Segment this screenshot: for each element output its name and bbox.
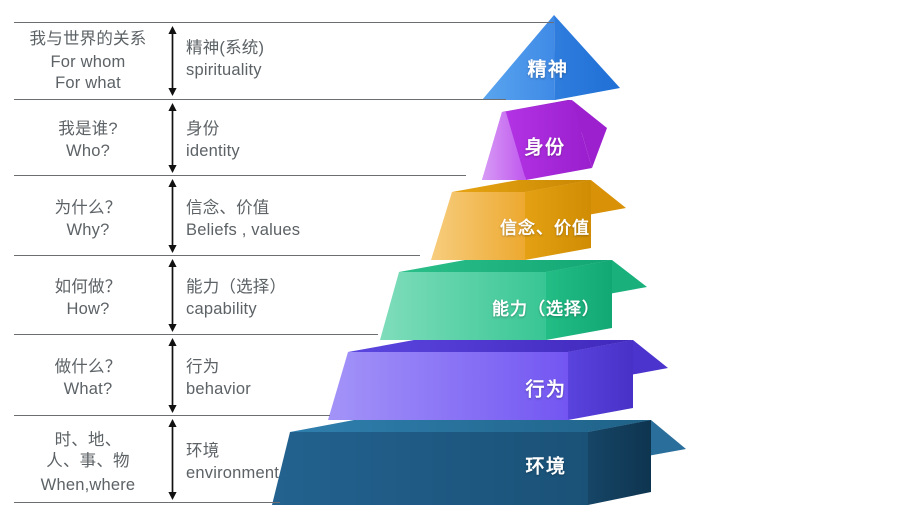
divider-line-1: [14, 99, 506, 100]
question-behavior-cn: 做什么？: [54, 358, 122, 376]
range-arrow-spirituality: [166, 26, 179, 96]
range-arrow-capability: [166, 259, 179, 332]
level-name-identity-cn: 身份: [186, 120, 220, 138]
pyramid-tier-behavior: [328, 340, 668, 420]
divider-line-4: [14, 334, 378, 335]
range-arrow-identity: [166, 103, 179, 173]
range-arrow-beliefs: [166, 179, 179, 253]
question-environment-cn: 时、地、 人、事、物: [46, 431, 130, 471]
level-name-identity-en: identity: [186, 142, 240, 160]
divider-line-5: [14, 415, 330, 416]
pyramid-tier-environment: [272, 420, 686, 505]
question-environment-en: When,where: [40, 476, 136, 494]
level-name-behavior-cn: 行为: [186, 358, 220, 376]
level-name-beliefs-en: Beliefs , values: [186, 221, 301, 239]
question-beliefs-cn: 为什么？: [54, 199, 122, 217]
level-name-behavior-en: behavior: [186, 380, 251, 398]
level-name-spirituality-cn: 精神(系统): [186, 39, 265, 57]
level-name-environment-en: environment: [186, 464, 279, 482]
question-identity-cn: 我是谁?: [58, 120, 118, 138]
pyramid-tier-spirituality: [482, 15, 620, 100]
question-capability-en: How?: [66, 300, 110, 318]
question-spirituality-cn: 我与世界的关系: [29, 30, 147, 48]
divider-line-0: [14, 22, 554, 23]
question-beliefs-en: Why?: [66, 221, 110, 239]
pyramid-graphic: 精神 身份 信念、价值 能力（选择） 行为 环境: [268, 0, 900, 527]
pyramid-tier-beliefs-values: [431, 180, 626, 260]
level-name-capability-en: capability: [186, 300, 257, 318]
range-arrow-behavior: [166, 338, 179, 413]
level-name-environment-cn: 环境: [186, 442, 220, 460]
level-name-capability-cn: 能力（选择）: [186, 278, 287, 296]
range-arrow-environment: [166, 419, 179, 500]
level-name-spirituality-en: spirituality: [186, 61, 262, 79]
level-name-beliefs-cn: 信念、价值: [186, 199, 270, 217]
divider-line-2: [14, 175, 466, 176]
question-spirituality-en: For whom For what: [50, 53, 126, 93]
question-identity-en: Who?: [66, 142, 110, 160]
question-capability-cn: 如何做？: [54, 278, 122, 296]
pyramid-tier-capability: [380, 260, 647, 340]
divider-line-6: [14, 502, 280, 503]
question-behavior-en: What?: [63, 380, 113, 398]
divider-line-3: [14, 255, 420, 256]
pyramid-tier-identity-body: [482, 100, 607, 180]
